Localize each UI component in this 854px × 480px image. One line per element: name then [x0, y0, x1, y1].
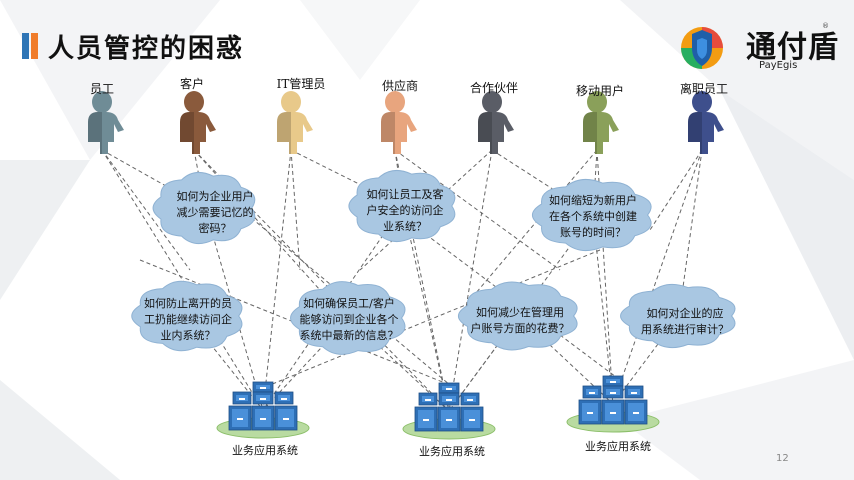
page-title: 人员管控的困惑 — [48, 34, 245, 64]
connector-line — [359, 149, 493, 271]
user-label-partner: 合作伙伴 — [469, 81, 518, 95]
person-icon — [277, 91, 313, 154]
question-cloud — [131, 280, 243, 352]
connector-line — [262, 205, 404, 411]
user-label-customer: 客户 — [179, 77, 204, 91]
user-figures — [88, 91, 724, 154]
user-label-mobile-user: 移动用户 — [575, 84, 624, 98]
payegis-logo — [681, 27, 723, 69]
connector-line — [448, 149, 493, 412]
person-icon — [688, 91, 724, 154]
person-icon — [478, 91, 514, 154]
system-label-1: 业务应用系统 — [232, 444, 298, 457]
person-icon — [381, 91, 417, 154]
connector-line — [193, 149, 321, 291]
user-label-employee: 员工 — [89, 82, 114, 96]
connector-line — [269, 249, 601, 386]
question-cloud — [290, 281, 406, 355]
page-number: 12 — [776, 453, 789, 464]
connector-line — [101, 149, 191, 271]
user-label-supplier: 供应商 — [381, 79, 418, 93]
connector-line — [290, 149, 301, 271]
question-clouds — [131, 169, 736, 355]
connector-line — [592, 149, 598, 216]
connector-line — [612, 149, 703, 405]
connector-line — [649, 149, 703, 231]
person-icon — [88, 91, 124, 154]
question-cloud — [457, 281, 578, 351]
connector-line — [469, 149, 598, 301]
logo-subtitle: PayEgis — [759, 60, 798, 71]
question-secure-access: 如何让员工及客户安全的访问企业系统？ — [366, 188, 444, 233]
question-reduce-passwords: 如何为企业用户减少需要记忆的密码？ — [176, 190, 254, 235]
connector-line — [101, 149, 264, 411]
connector-line — [262, 149, 292, 411]
person-icon — [180, 91, 216, 154]
question-latest-info-access: 如何确保员工/客户能够访问到企业各个系统中最新的信息？ — [299, 297, 399, 342]
question-cloud — [152, 171, 256, 245]
connector-line — [612, 315, 680, 405]
question-account-creation-time: 如何缩短为新用户在各个系统中创建账号的时间？ — [549, 194, 637, 239]
server-cluster-icon — [566, 375, 660, 433]
title-accent-blue — [22, 33, 29, 59]
server-cluster-icon — [402, 382, 496, 440]
question-reduce-account-cost: 如何减少在管理用户账号方面的花费？ — [470, 306, 570, 335]
user-label-former-employee: 离职员工 — [679, 82, 728, 96]
logo-name: 通付盾 — [746, 30, 839, 65]
question-cloud — [531, 178, 652, 252]
connector-line — [394, 149, 561, 271]
logo-registered-mark: ® — [822, 22, 829, 30]
system-label-2: 业务应用系统 — [419, 445, 485, 458]
question-cloud — [348, 169, 456, 243]
server-clusters — [216, 375, 660, 440]
user-label-it-admin: IT管理员 — [276, 77, 326, 91]
title-accent-orange — [31, 33, 38, 59]
server-cluster-icon — [216, 381, 310, 439]
person-icon — [583, 91, 619, 154]
question-audit-systems: 如何对企业的应用系统进行审计？ — [641, 307, 729, 336]
system-label-3: 业务应用系统 — [585, 440, 651, 453]
connector-line — [402, 205, 450, 412]
question-cloud — [620, 283, 736, 349]
question-prevent-former-access: 如何防止离开的员工扔能继续访问企业内系统？ — [144, 297, 232, 342]
